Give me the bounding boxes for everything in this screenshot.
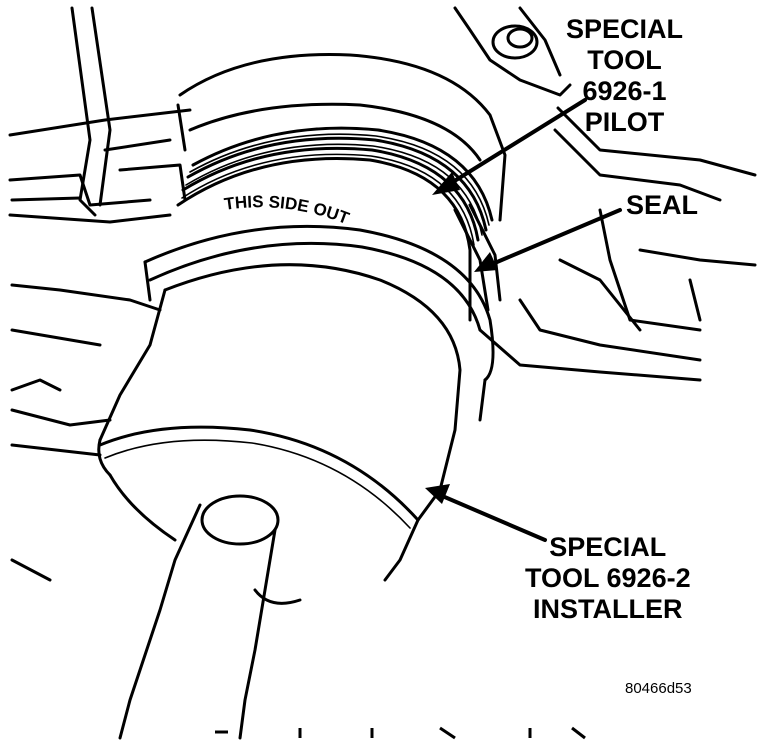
pilot-arrowhead	[432, 172, 460, 195]
pilot-label-line3: 6926-1	[582, 76, 667, 107]
housing-left	[8, 6, 192, 457]
installer-label: SPECIAL TOOL 6926-2 INSTALLER	[525, 532, 691, 625]
housing-right	[453, 6, 757, 382]
installer-label-line2: TOOL 6926-2	[525, 563, 691, 594]
pilot-label-line1: SPECIAL	[566, 14, 684, 44]
bottom-edge-marks	[215, 726, 586, 740]
pilot-label-line4: PILOT	[584, 107, 665, 138]
driver-handle	[118, 494, 302, 740]
seal-rings	[176, 126, 502, 322]
installer-label-line1: SPECIAL	[549, 532, 667, 562]
pilot-label: SPECIAL TOOL 6926-1 PILOT	[566, 14, 683, 138]
leader-arrows	[438, 98, 622, 542]
pilot-label-line2: TOOL	[587, 45, 662, 76]
seal-arrowhead	[474, 252, 498, 272]
figure-id: 80466d53	[625, 680, 692, 697]
seal-label-text: SEAL	[626, 190, 699, 220]
seal-label: SEAL	[626, 190, 698, 221]
installer-arrowhead	[425, 484, 450, 504]
installer-cylinder	[97, 263, 462, 582]
installer-flange	[143, 224, 495, 422]
pilot-body	[176, 53, 507, 222]
installer-label-line3: INSTALLER	[533, 594, 683, 625]
ring-text: THIS SIDE OUT	[223, 192, 352, 228]
background-lines	[10, 378, 62, 582]
